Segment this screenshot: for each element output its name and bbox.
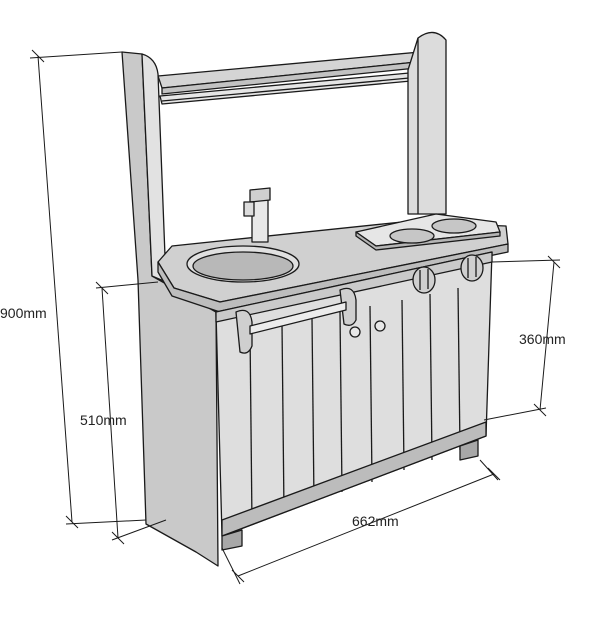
- left-upright-front: [141, 53, 167, 283]
- towel-bar: [249, 301, 347, 335]
- hob-ring-left: [389, 228, 435, 244]
- oven-dial-left: [412, 266, 436, 294]
- door-knob-right: [374, 320, 386, 332]
- plank-lines: [249, 287, 461, 525]
- label-depth: 360mm: [519, 331, 566, 347]
- label-width: 662mm: [352, 513, 399, 529]
- rail-shadow: [161, 76, 421, 102]
- foot-left: [221, 529, 243, 551]
- countertop-edge: [157, 243, 509, 313]
- tap-head: [249, 187, 271, 203]
- label-total-height: 900mm: [0, 305, 47, 321]
- dim-line-360: [539, 261, 555, 411]
- label-counter-height: 510mm: [80, 412, 127, 428]
- dim-line-510: [101, 287, 119, 539]
- dim-line-900: [37, 55, 73, 523]
- tap-spout: [243, 201, 255, 217]
- base-rail: [221, 421, 487, 537]
- foot-right: [459, 439, 479, 461]
- towel-bar-bracket-right: [339, 287, 357, 326]
- right-upright: [407, 31, 447, 215]
- door-knob-left: [349, 326, 361, 338]
- sink-basin: [192, 251, 294, 281]
- hob-ring-right: [431, 218, 477, 234]
- oven-dial-right: [460, 254, 484, 282]
- left-upright-side: [121, 51, 219, 567]
- dim-line-662: [237, 473, 495, 577]
- towel-bar-bracket-left: [235, 309, 253, 354]
